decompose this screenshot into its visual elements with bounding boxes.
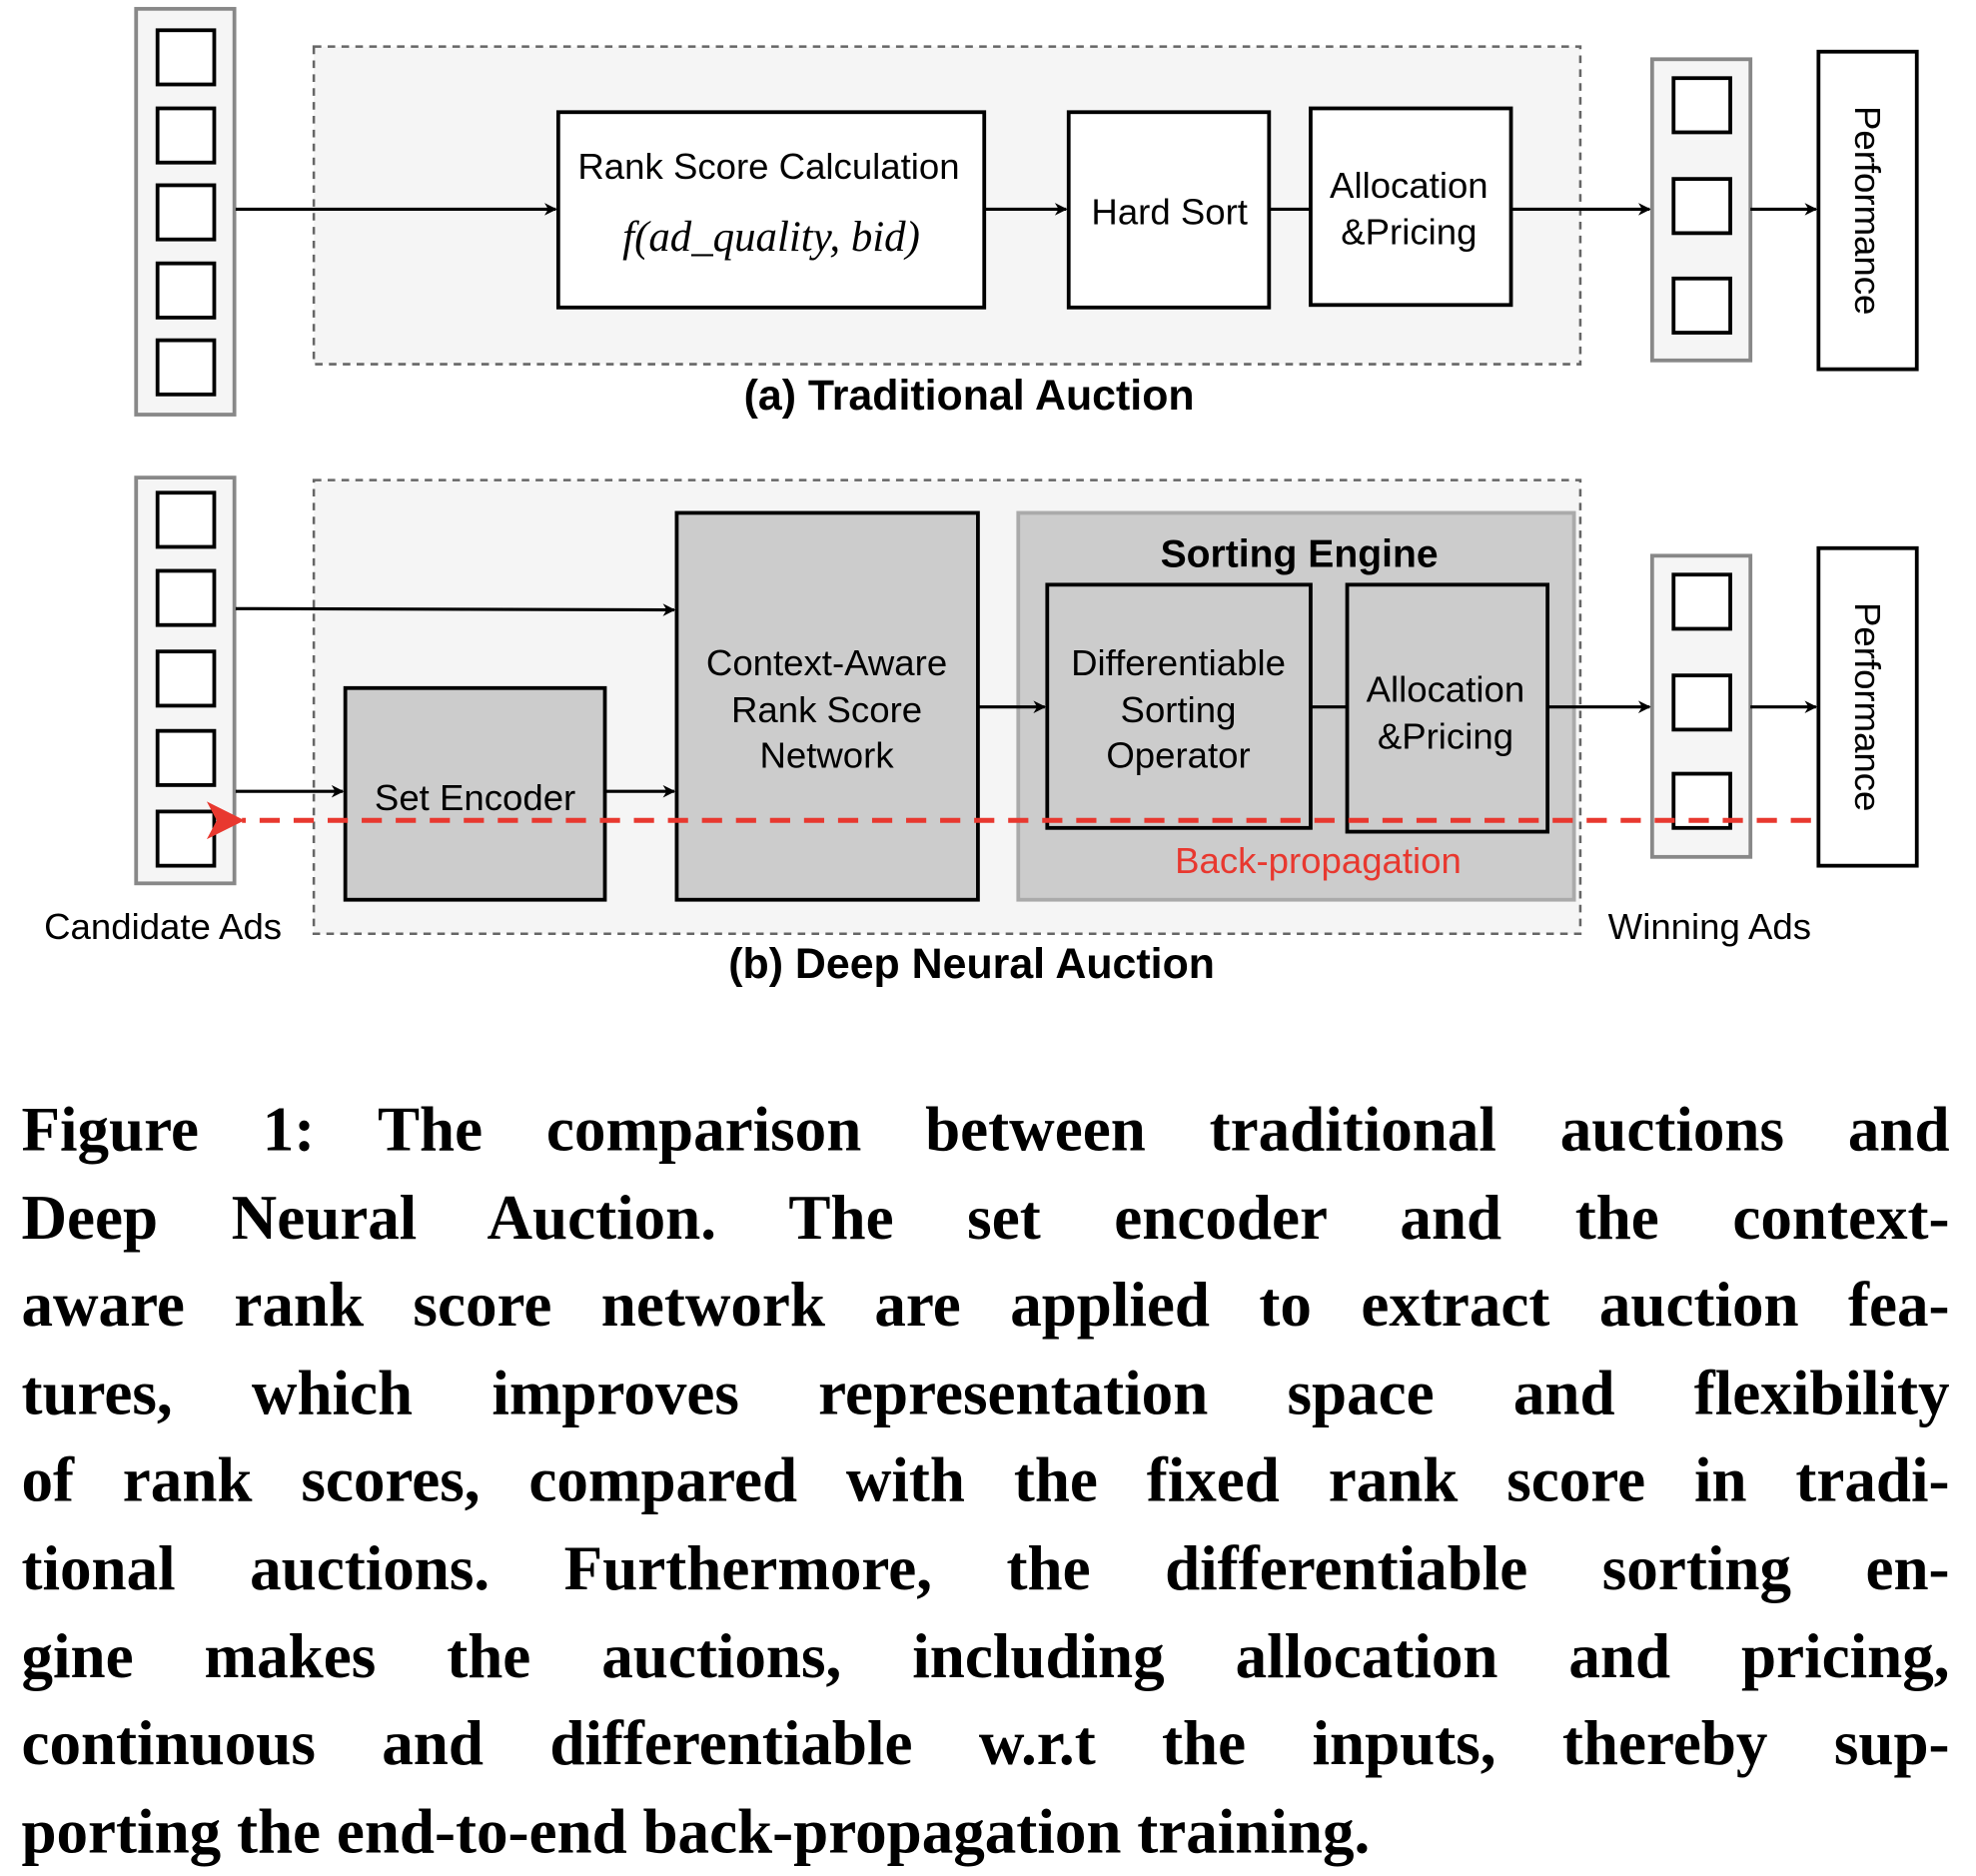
deep-neural-auction: Set Encoder Context-Aware Rank Score Net… (44, 475, 1919, 988)
candidate-ads-column (134, 6, 237, 417)
ad-slot (155, 183, 217, 242)
winning-ads-column (1649, 57, 1753, 363)
ad-slot (155, 106, 217, 165)
diff-label-1: Differentiable (1071, 642, 1286, 683)
performance-label: Performance (1847, 602, 1888, 811)
caption-line: Deep Neural Auction. The set encoder and… (21, 1181, 1950, 1253)
caption-line: continuous and differentiable w.r.t the … (21, 1707, 1950, 1779)
ad-slot (155, 28, 217, 87)
sorting-engine: Sorting Engine Differentiable Sorting Op… (1016, 510, 1576, 902)
ad-slot (1671, 177, 1732, 236)
sorting-engine-title: Sorting Engine (1161, 533, 1439, 576)
subfigure-b-title: (b) Deep Neural Auction (728, 940, 1215, 988)
caption-line: gine makes the auctions, including alloc… (21, 1619, 1950, 1691)
hard-sort-box: Hard Sort (1066, 110, 1272, 310)
subfigure-a-title: (a) Traditional Auction (744, 372, 1195, 420)
ad-slot (155, 809, 217, 868)
rank-score-title: Rank Score Calculation (577, 146, 959, 187)
ad-slot (155, 338, 217, 397)
ad-slot (155, 490, 217, 549)
set-encoder-box: Set Encoder (343, 685, 607, 902)
winning-ads-column (1649, 553, 1753, 859)
set-encoder-label: Set Encoder (375, 777, 575, 818)
caption-line: tional auctions. Furthermore, the differ… (21, 1531, 1950, 1603)
rank-score-box: Rank Score Calculation f(ad_quality, bid… (555, 110, 987, 310)
performance-box: Performance (1816, 545, 1919, 868)
ad-slot (1671, 76, 1732, 135)
allocation-label: Allocation (1367, 669, 1525, 710)
ad-slot (1671, 673, 1732, 732)
backprop-label: Back-propagation (1175, 840, 1462, 881)
ad-slot (155, 728, 217, 787)
winning-ads-label: Winning Ads (1608, 906, 1811, 947)
caption-line: aware rank score network are applied to … (21, 1269, 1950, 1341)
traditional-auction: Rank Score Calculation f(ad_quality, bid… (134, 6, 1919, 420)
context-aware-network-box: Context-Aware Rank Score Network (674, 510, 980, 902)
candidate-ads-label: Candidate Ads (44, 906, 282, 947)
figure-caption: Figure 1: The comparison between traditi… (21, 1086, 1949, 1875)
differentiable-sorting-box (1045, 582, 1313, 830)
performance-box: Performance (1816, 49, 1919, 372)
performance-label: Performance (1847, 106, 1888, 315)
ad-slot (155, 649, 217, 708)
auction-diagram: Rank Score Calculation f(ad_quality, bid… (44, 6, 1919, 988)
flow-arrows (235, 603, 1818, 798)
hard-sort-label: Hard Sort (1091, 192, 1248, 233)
caption-line: of rank scores, compared with the fixed … (21, 1444, 1950, 1515)
caption-line: tures, which improves representation spa… (21, 1357, 1950, 1428)
pricing-label: &Pricing (1341, 212, 1477, 253)
caption-line: Figure 1: The comparison between traditi… (21, 1093, 1950, 1165)
rank-score-formula: f(ad_quality, bid) (622, 214, 920, 261)
caption-line: porting the end-to-end back-propagation … (21, 1795, 1371, 1866)
candidate-ads-column (134, 475, 237, 886)
ad-slot (1671, 572, 1732, 631)
allocation-pricing-box (1345, 582, 1550, 834)
ad-slot (155, 261, 217, 320)
pricing-label: &Pricing (1378, 715, 1513, 756)
context-label-2: Rank Score (731, 689, 922, 730)
diff-label-2: Sorting (1121, 689, 1237, 730)
ad-slot (155, 568, 217, 627)
allocation-label: Allocation (1330, 165, 1488, 206)
context-label-3: Network (759, 734, 894, 775)
allocation-pricing-box: Allocation &Pricing (1309, 106, 1513, 308)
ad-slot (1671, 276, 1732, 335)
diff-label-3: Operator (1106, 734, 1250, 775)
context-label-1: Context-Aware (706, 642, 947, 683)
